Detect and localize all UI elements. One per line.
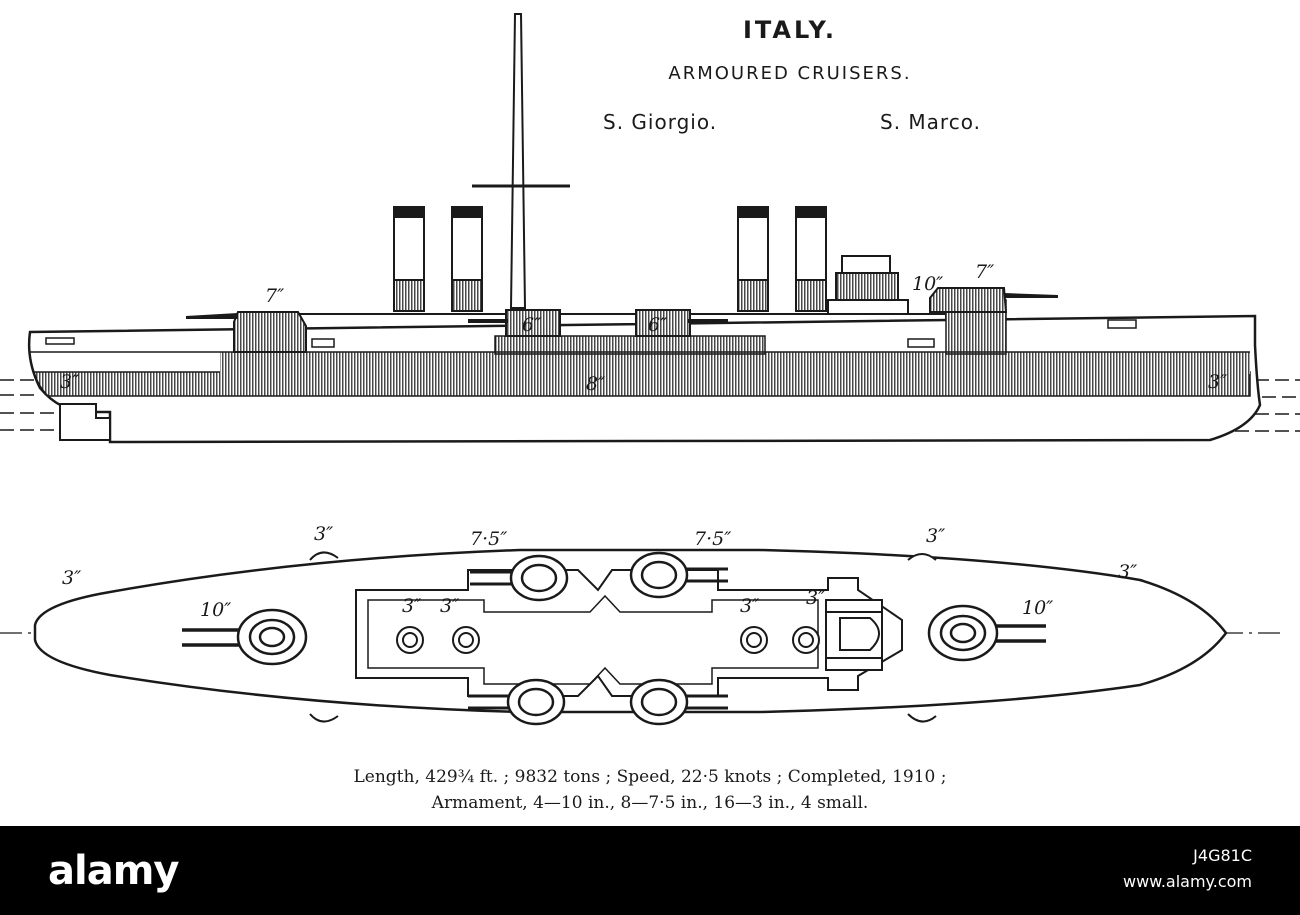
conning-tower: [827, 255, 909, 316]
country-heading: ITALY.: [742, 16, 838, 44]
plan-3in-mounts: [396, 626, 820, 654]
ship-name-2: S. Marco.: [880, 110, 981, 134]
hull: [27, 299, 1262, 444]
label-belt-bow: 3″: [60, 371, 79, 393]
label-turret-fwd-top: 7·5″: [470, 528, 507, 550]
label-turret-aft-top: 7·5″: [694, 528, 731, 550]
label-gun-c: 3″: [740, 595, 759, 617]
site-url: www.alamy.com: [1123, 872, 1252, 891]
label-main-fore: 10″: [1022, 597, 1053, 619]
label-casemate-b: 6″: [648, 314, 667, 336]
label-belt-main: 8″: [586, 373, 605, 395]
plan-gun-barrels-7-5: [468, 567, 728, 710]
label-fore-turret: 7″: [265, 285, 284, 307]
label-bow-l: 3″: [62, 567, 81, 589]
plan-turrets-10: [236, 604, 999, 666]
caption-line-2: Armament, 4—10 in., 8—7·5 in., 16—3 in.,…: [431, 793, 869, 813]
plan-turrets-7-5: [506, 551, 689, 726]
plan-sponsons: [309, 551, 937, 723]
ship-name-1: S. Giorgio.: [603, 110, 718, 134]
ship-drawings: 7″ 7″ 6″ 6″ 10″ 8″ 3″ 3″: [0, 13, 1300, 726]
watermark-bar: alamy J4G81C www.alamy.com: [0, 826, 1300, 915]
side-profile: 7″ 7″ 6″ 6″ 10″ 8″ 3″ 3″: [0, 13, 1300, 444]
casemates: [468, 309, 728, 337]
label-gun-a: 3″: [402, 595, 421, 617]
plan-superstructure: [355, 569, 903, 697]
deck-plan: 7·5″ 7·5″ 10″ 10″ 3″ 3″ 3″ 3″ 3″ 3″ 3″ 3…: [0, 523, 1280, 726]
fore-turret-profile: [929, 287, 1058, 313]
alamy-logo: alamy: [48, 848, 179, 894]
label-gun-b: 3″: [440, 595, 459, 617]
label-aft-turret: 7″: [975, 261, 994, 283]
label-bow-r: 3″: [1118, 561, 1137, 583]
label-main-aft: 10″: [200, 599, 231, 621]
plan-gun-barrels-10: [182, 624, 1046, 647]
label-gun-d: 3″: [806, 587, 825, 609]
caption-line-1: Length, 429¾ ft. ; 9832 tons ; Speed, 22…: [353, 767, 947, 787]
plan-bridge: [825, 599, 883, 671]
mast: [472, 13, 570, 309]
label-casemate-a: 6″: [522, 314, 541, 336]
label-sponson-tr: 3″: [926, 525, 945, 547]
aft-turret-profile: [186, 311, 307, 353]
class-heading: ARMOURED CRUISERS.: [668, 63, 912, 84]
label-sponson-tl: 3″: [314, 523, 333, 545]
label-conning-tower: 10″: [912, 273, 943, 295]
label-belt-stern: 3″: [1208, 371, 1227, 393]
ship-plate: ITALY. ARMOURED CRUISERS. S. Giorgio. S.…: [0, 13, 1300, 813]
image-id: J4G81C: [1193, 846, 1252, 865]
funnels: [393, 206, 827, 312]
